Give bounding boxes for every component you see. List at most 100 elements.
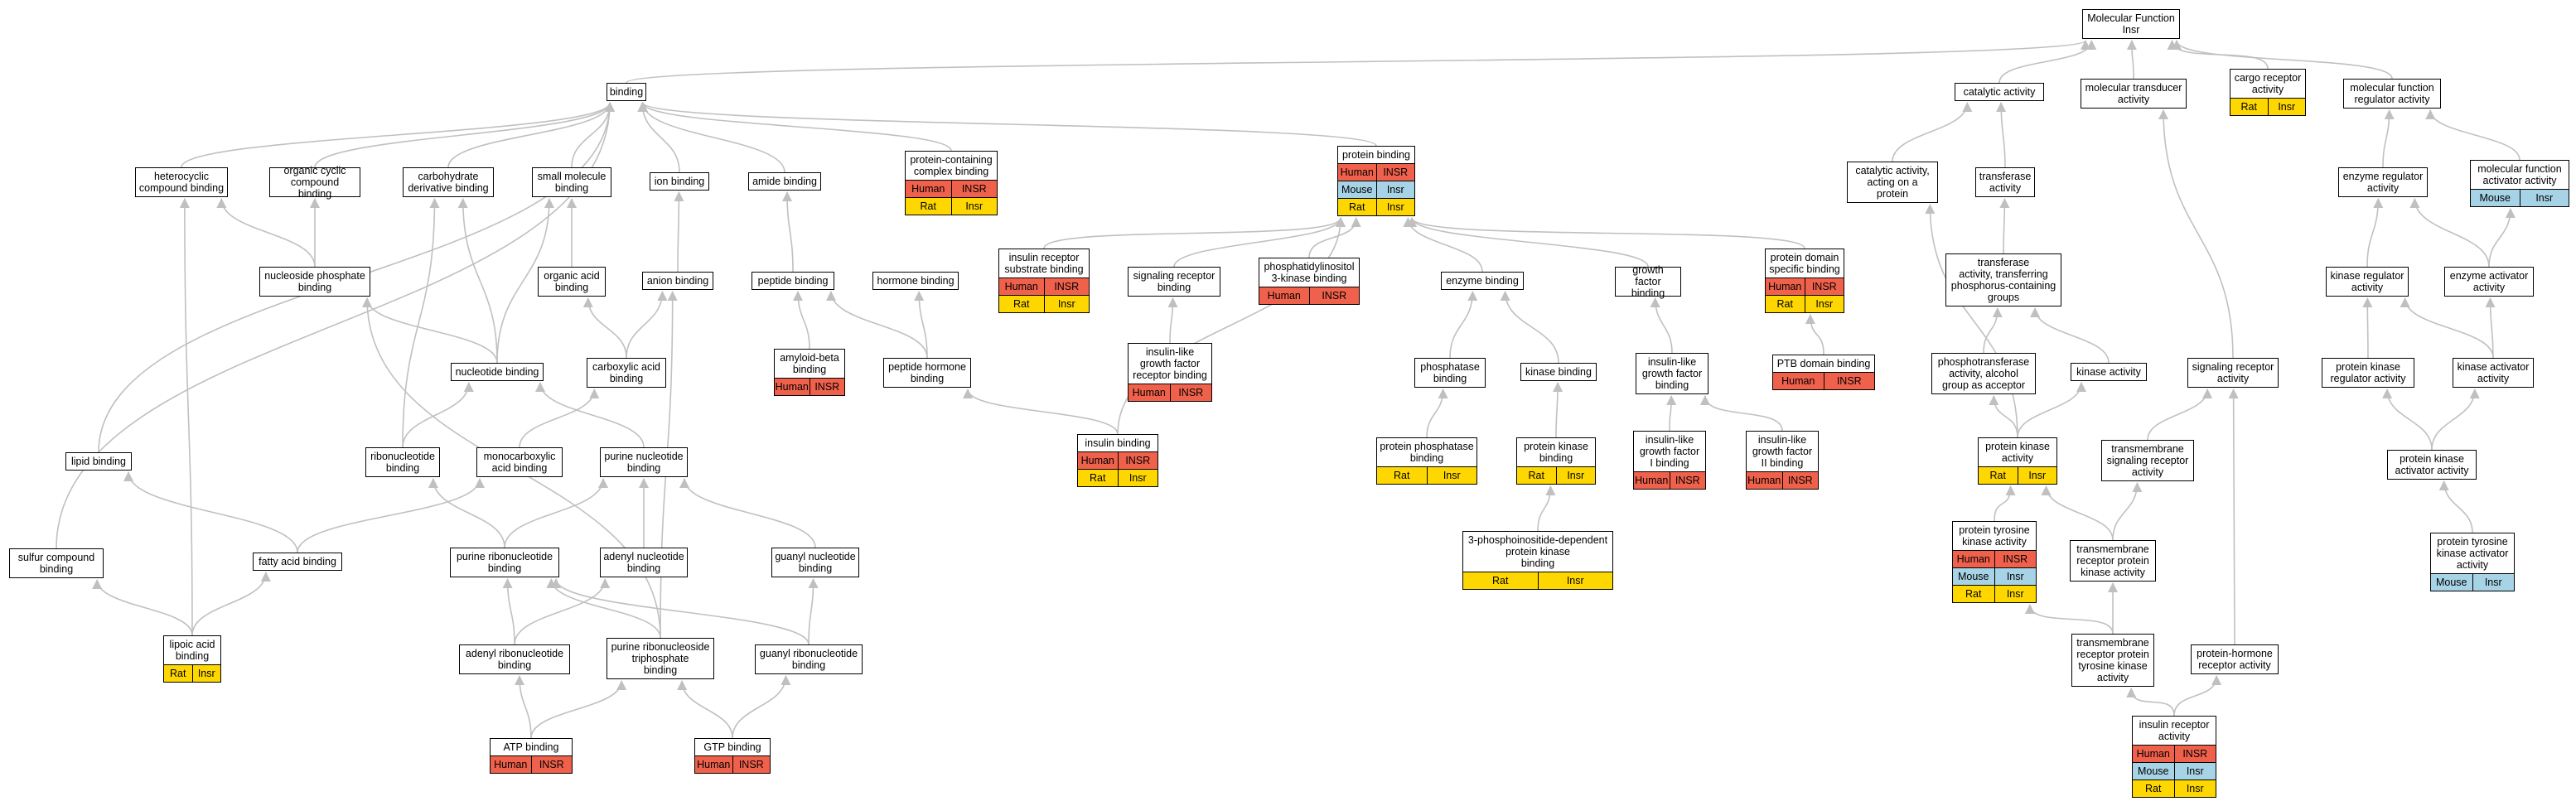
term-label: peptide hormone binding <box>888 361 966 384</box>
gene-cell: Insr <box>1375 199 1415 215</box>
edge-pi3k-to-protbind <box>1308 217 1361 258</box>
species-cell: Rat <box>1776 298 1793 310</box>
species-cell: Human <box>775 381 809 393</box>
edge-enzact-to-enzreg <box>2409 198 2490 268</box>
term-label: insulin-like growth factor II binding <box>1752 434 1813 469</box>
species-cell: Mouse <box>2435 577 2467 588</box>
go-term-kinact: kinase activity <box>2071 363 2147 381</box>
species-cell: Rat <box>170 668 186 679</box>
species-cell: Human <box>1956 553 1990 565</box>
term-label: purine nucleotide binding <box>604 451 684 474</box>
edge-tmrpk-to-pkact <box>2041 485 2114 541</box>
go-term-iglfb: insulin-like growth factor binding <box>1636 353 1708 394</box>
term-label: signaling receptor activity <box>2192 361 2274 384</box>
edge-ribonuc-to-carbo <box>402 198 440 448</box>
go-term-hetero: heterocyclic compound binding <box>135 167 228 197</box>
annotation-row-human: Human INSR <box>999 278 1089 295</box>
go-term-purinetri: purine ribonucleoside triphosphate bindi… <box>607 638 714 679</box>
gene-cell: Insr <box>1117 470 1158 486</box>
term-label: guanyl ribonucleotide binding <box>759 648 858 671</box>
term-label: hormone binding <box>877 275 955 287</box>
edge-amide-to-binding <box>638 102 785 173</box>
gene-cell: Insr <box>1994 568 2037 585</box>
go-term-orgcyc: organic cyclic compound binding <box>269 165 360 200</box>
edge-carboxylic-to-orgacid <box>582 297 627 359</box>
term-label: transferase activity <box>1979 171 2032 194</box>
edge-adenylribo-to-adenylnuc <box>514 578 611 645</box>
species-cell: Rat <box>2240 101 2257 113</box>
term-label: transmembrane signaling receptor activit… <box>2106 443 2189 478</box>
term-label: GTP binding <box>703 741 761 753</box>
edge-ribonuc-to-nucleotide <box>402 382 474 448</box>
term-label: anion binding <box>646 275 709 287</box>
species-cell: Rat <box>1492 575 1509 586</box>
edge-kinreg-to-enzreg <box>2366 198 2384 268</box>
gene-cell: Insr <box>2017 467 2057 484</box>
edge-phostrans-to-transphos <box>1983 307 2003 354</box>
gene-cell: Insr <box>1994 586 2037 602</box>
edge-tmrpk-to-tmsig <box>2112 482 2143 541</box>
gene-cell: INSR <box>1043 278 1090 295</box>
term-label: enzyme binding <box>1446 275 1519 287</box>
edge-ion-to-binding <box>637 102 680 173</box>
edge-insbind-to-pephormone <box>963 389 1119 435</box>
edge-atp-to-purinetri <box>530 680 627 739</box>
edge-ptk-to-pkact <box>1994 485 2016 522</box>
go-term-tmsig: transmembrane signaling receptor activit… <box>2101 440 2194 481</box>
term-label: protein phosphatase binding <box>1380 441 1474 464</box>
go-term-purineribo: purine ribonucleotide binding <box>450 548 559 577</box>
edge-pkactivator-to-pkreg <box>2382 389 2433 451</box>
edge-lipoic-to-hetero <box>179 198 193 636</box>
term-label: catalytic activity <box>1963 86 2036 98</box>
term-label: enzyme regulator activity <box>2342 171 2424 194</box>
term-label: transmembrane receptor protein tyrosine … <box>2076 637 2149 683</box>
gene-cell: INSR <box>950 181 998 197</box>
go-term-catprot: catalytic activity, acting on a protein <box>1847 162 1938 203</box>
term-label: Molecular Function Insr <box>2087 12 2175 36</box>
edge-pdk-to-pkbind <box>1537 485 1556 532</box>
go-term-mf: Molecular Function Insr <box>2082 9 2180 39</box>
species-cell: Rat <box>1349 201 1365 213</box>
edge-sigrecb-to-protbind <box>1173 217 1346 268</box>
term-label: lipoic acid binding <box>169 639 215 662</box>
term-label: phosphotransferase activity, alcohol gro… <box>1937 356 2030 391</box>
edge-nucphos-to-hetero <box>216 198 316 268</box>
species-cell: Human <box>1781 375 1815 387</box>
species-cell: Mouse <box>1957 571 1989 582</box>
edge-kinact-to-transphos <box>2030 307 2110 364</box>
term-label: 3-phosphoinositide-dependent protein kin… <box>1467 534 1608 569</box>
go-term-guanylribo: guanyl ribonucleotide binding <box>755 644 863 674</box>
term-label: phosphatidylinositol 3-kinase binding <box>1264 261 1355 284</box>
species-cell: Human <box>1004 281 1038 292</box>
go-term-catalytic: catalytic activity <box>1955 83 2044 101</box>
species-cell: Human <box>494 759 528 770</box>
term-label: cargo receptor activity <box>2234 72 2302 95</box>
edge-kinbind-to-enzbind <box>1500 291 1559 364</box>
edge-phosphatase-to-enzbind <box>1449 291 1478 359</box>
edge-amyloid-to-peptide <box>793 291 810 350</box>
edge-peptide-to-amide <box>782 191 794 273</box>
edge-ppbind-to-phosphatase <box>1426 389 1448 438</box>
go-term-adenylribo: adenyl ribonucleotide binding <box>459 644 570 674</box>
term-label: insulin receptor substrate binding <box>1004 252 1084 275</box>
go-term-purinenuc: purine nucleotide binding <box>600 447 688 477</box>
edge-tmrptk-to-ptk <box>2024 604 2114 635</box>
term-label: amyloid-beta binding <box>780 352 839 375</box>
species-cell: Human <box>1635 475 1669 486</box>
edge-lipoic-to-sulfur <box>92 579 193 636</box>
edge-tmsig-to-sigrec <box>2147 389 2213 441</box>
gene-cell: INSR <box>1117 452 1158 469</box>
